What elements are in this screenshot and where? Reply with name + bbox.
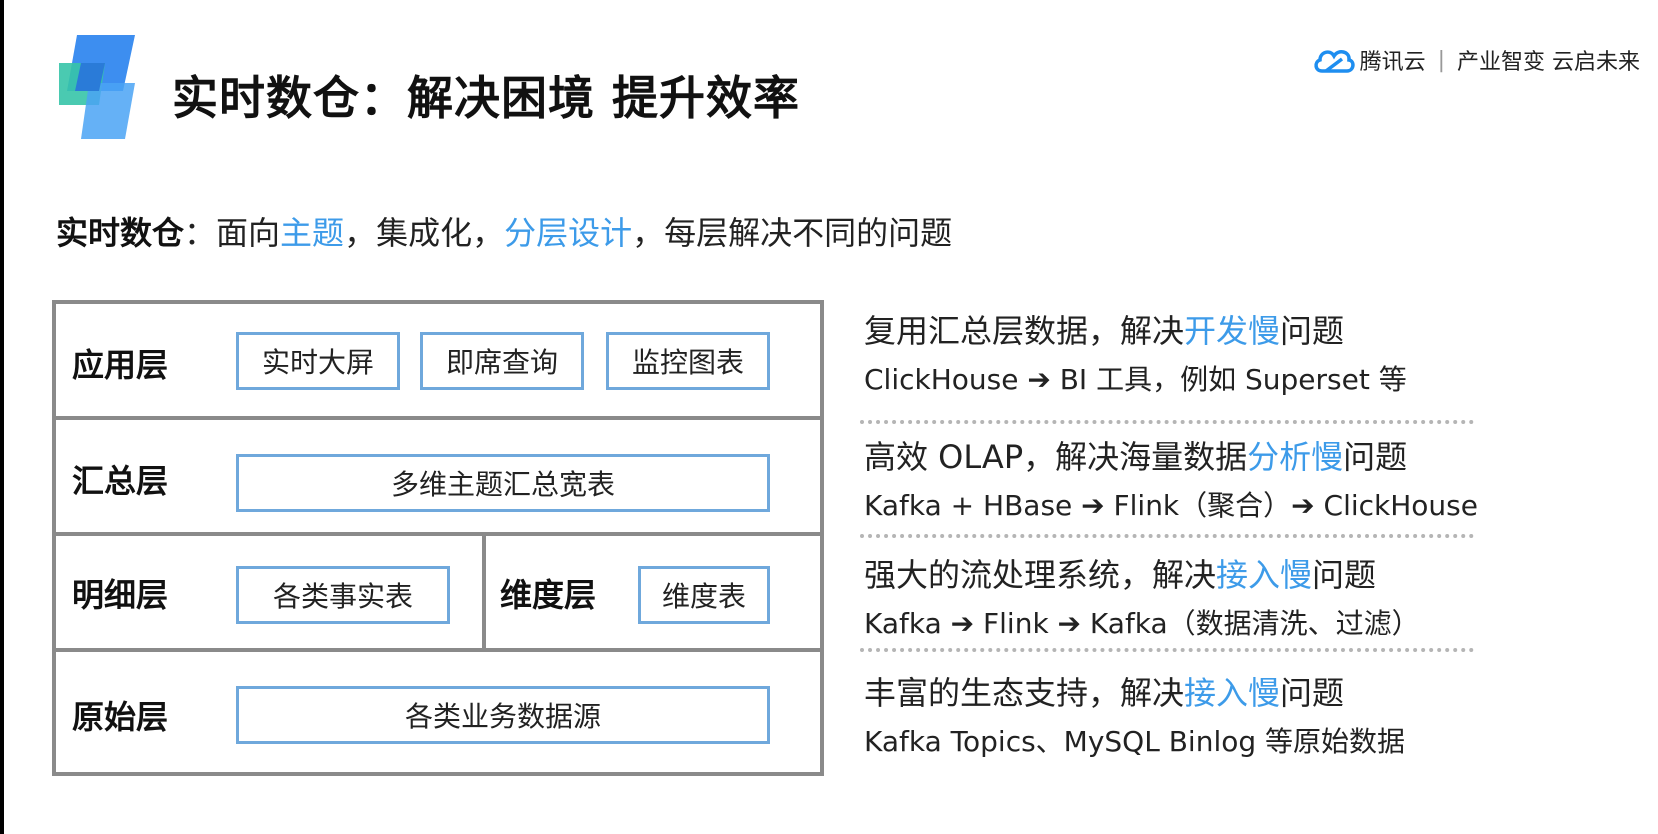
brand-divider: | [1437, 47, 1445, 73]
subtitle-part1: 面向 [216, 214, 281, 252]
slide: 实时数仓：解决困境 提升效率 腾讯云 | 产业智变 云启未来 实时数仓：面向主题… [4, 0, 1658, 834]
desc-detail-layer: 强大的流处理系统，解决接入慢问题 Kafka ➔ Flink ➔ Kafka（数… [864, 550, 1420, 642]
summary-layer: 汇总层 多维主题汇总宽表 [52, 416, 824, 536]
divider-3 [860, 648, 1474, 652]
desc-summary-post: 问题 [1343, 438, 1408, 476]
desc-app-detail: ClickHouse ➔ BI 工具，例如 Superset 等 [864, 363, 1407, 396]
desc-raw-post: 问题 [1280, 674, 1345, 712]
desc-raw-detail: Kafka Topics、MySQL Binlog 等原始数据 [864, 725, 1406, 758]
desc-detail-detail: Kafka ➔ Flink ➔ Kafka（数据清洗、过滤） [864, 607, 1420, 640]
desc-detail-pre: 强大的流处理系统，解决 [864, 556, 1217, 594]
monitor-chart-box: 监控图表 [606, 332, 770, 390]
desc-app-pre: 复用汇总层数据，解决 [864, 312, 1185, 350]
dimension-layer-label: 维度层 [500, 576, 597, 614]
dimension-table-box: 维度表 [638, 566, 770, 624]
desc-detail-title: 强大的流处理系统，解决接入慢问题 [864, 550, 1420, 596]
desc-app-layer: 复用汇总层数据，解决开发慢问题 ClickHouse ➔ BI 工具，例如 Su… [864, 306, 1407, 398]
desc-summary-highlight: 分析慢 [1247, 438, 1344, 476]
desc-raw-highlight: 接入慢 [1184, 674, 1281, 712]
subtitle-strong: 实时数仓 [56, 214, 185, 252]
app-layer-label: 应用层 [72, 346, 169, 384]
detail-layer: 明细层 各类事实表 [52, 532, 486, 652]
subtitle-highlight-layered: 分层设计 [504, 214, 633, 252]
subtitle-colon: ： [184, 214, 217, 252]
detail-layer-label: 明细层 [72, 576, 169, 614]
desc-app-post: 问题 [1280, 312, 1345, 350]
dimension-layer: 维度层 维度表 [482, 532, 824, 652]
desc-summary-pre: 高效 OLAP，解决海量数据 [864, 438, 1248, 476]
desc-summary-detail: Kafka + HBase ➔ Flink（聚合）➔ ClickHouse [864, 489, 1478, 522]
subtitle-highlight-topic: 主题 [280, 214, 345, 252]
adhoc-query-box: 即席查询 [420, 332, 584, 390]
summary-layer-label: 汇总层 [72, 462, 169, 500]
desc-detail-post: 问题 [1312, 556, 1377, 594]
desc-summary-layer: 高效 OLAP，解决海量数据分析慢问题 Kafka + HBase ➔ Flin… [864, 432, 1478, 524]
subtitle-part3: ，每层解决不同的问题 [632, 214, 953, 252]
summary-wide-table-box: 多维主题汇总宽表 [236, 454, 770, 512]
desc-summary-title: 高效 OLAP，解决海量数据分析慢问题 [864, 432, 1478, 478]
desc-app-title: 复用汇总层数据，解决开发慢问题 [864, 306, 1407, 352]
desc-detail-highlight: 接入慢 [1216, 556, 1313, 594]
tencent-cloud-icon [1313, 50, 1355, 73]
layer-diagram: 应用层 实时大屏 即席查询 监控图表 汇总层 多维主题汇总宽表 明细层 各类事实… [52, 300, 824, 778]
raw-layer-label: 原始层 [72, 698, 169, 736]
desc-raw-title: 丰富的生态支持，解决接入慢问题 [864, 668, 1405, 714]
subtitle-part2: ，集成化， [344, 214, 505, 252]
logo-mark-icon [59, 35, 135, 139]
brand-slogan: 产业智变 云启未来 [1457, 50, 1640, 75]
brand-name: 腾讯云 [1359, 50, 1426, 75]
raw-layer: 原始层 各类业务数据源 [52, 648, 824, 776]
divider-2 [860, 534, 1474, 538]
fact-tables-box: 各类事实表 [236, 566, 450, 624]
page-title: 实时数仓：解决困境 提升效率 [172, 71, 801, 125]
desc-raw-layer: 丰富的生态支持，解决接入慢问题 Kafka Topics、MySQL Binlo… [864, 668, 1405, 760]
business-data-sources-box: 各类业务数据源 [236, 686, 770, 744]
realtime-dashboard-box: 实时大屏 [236, 332, 400, 390]
divider-1 [860, 420, 1474, 424]
app-layer: 应用层 实时大屏 即席查询 监控图表 [52, 300, 824, 420]
desc-app-highlight: 开发慢 [1184, 312, 1281, 350]
desc-raw-pre: 丰富的生态支持，解决 [864, 674, 1185, 712]
subtitle: 实时数仓：面向主题，集成化，分层设计，每层解决不同的问题 [56, 208, 952, 254]
brand: 腾讯云 | 产业智变 云启未来 [1312, 44, 1640, 76]
